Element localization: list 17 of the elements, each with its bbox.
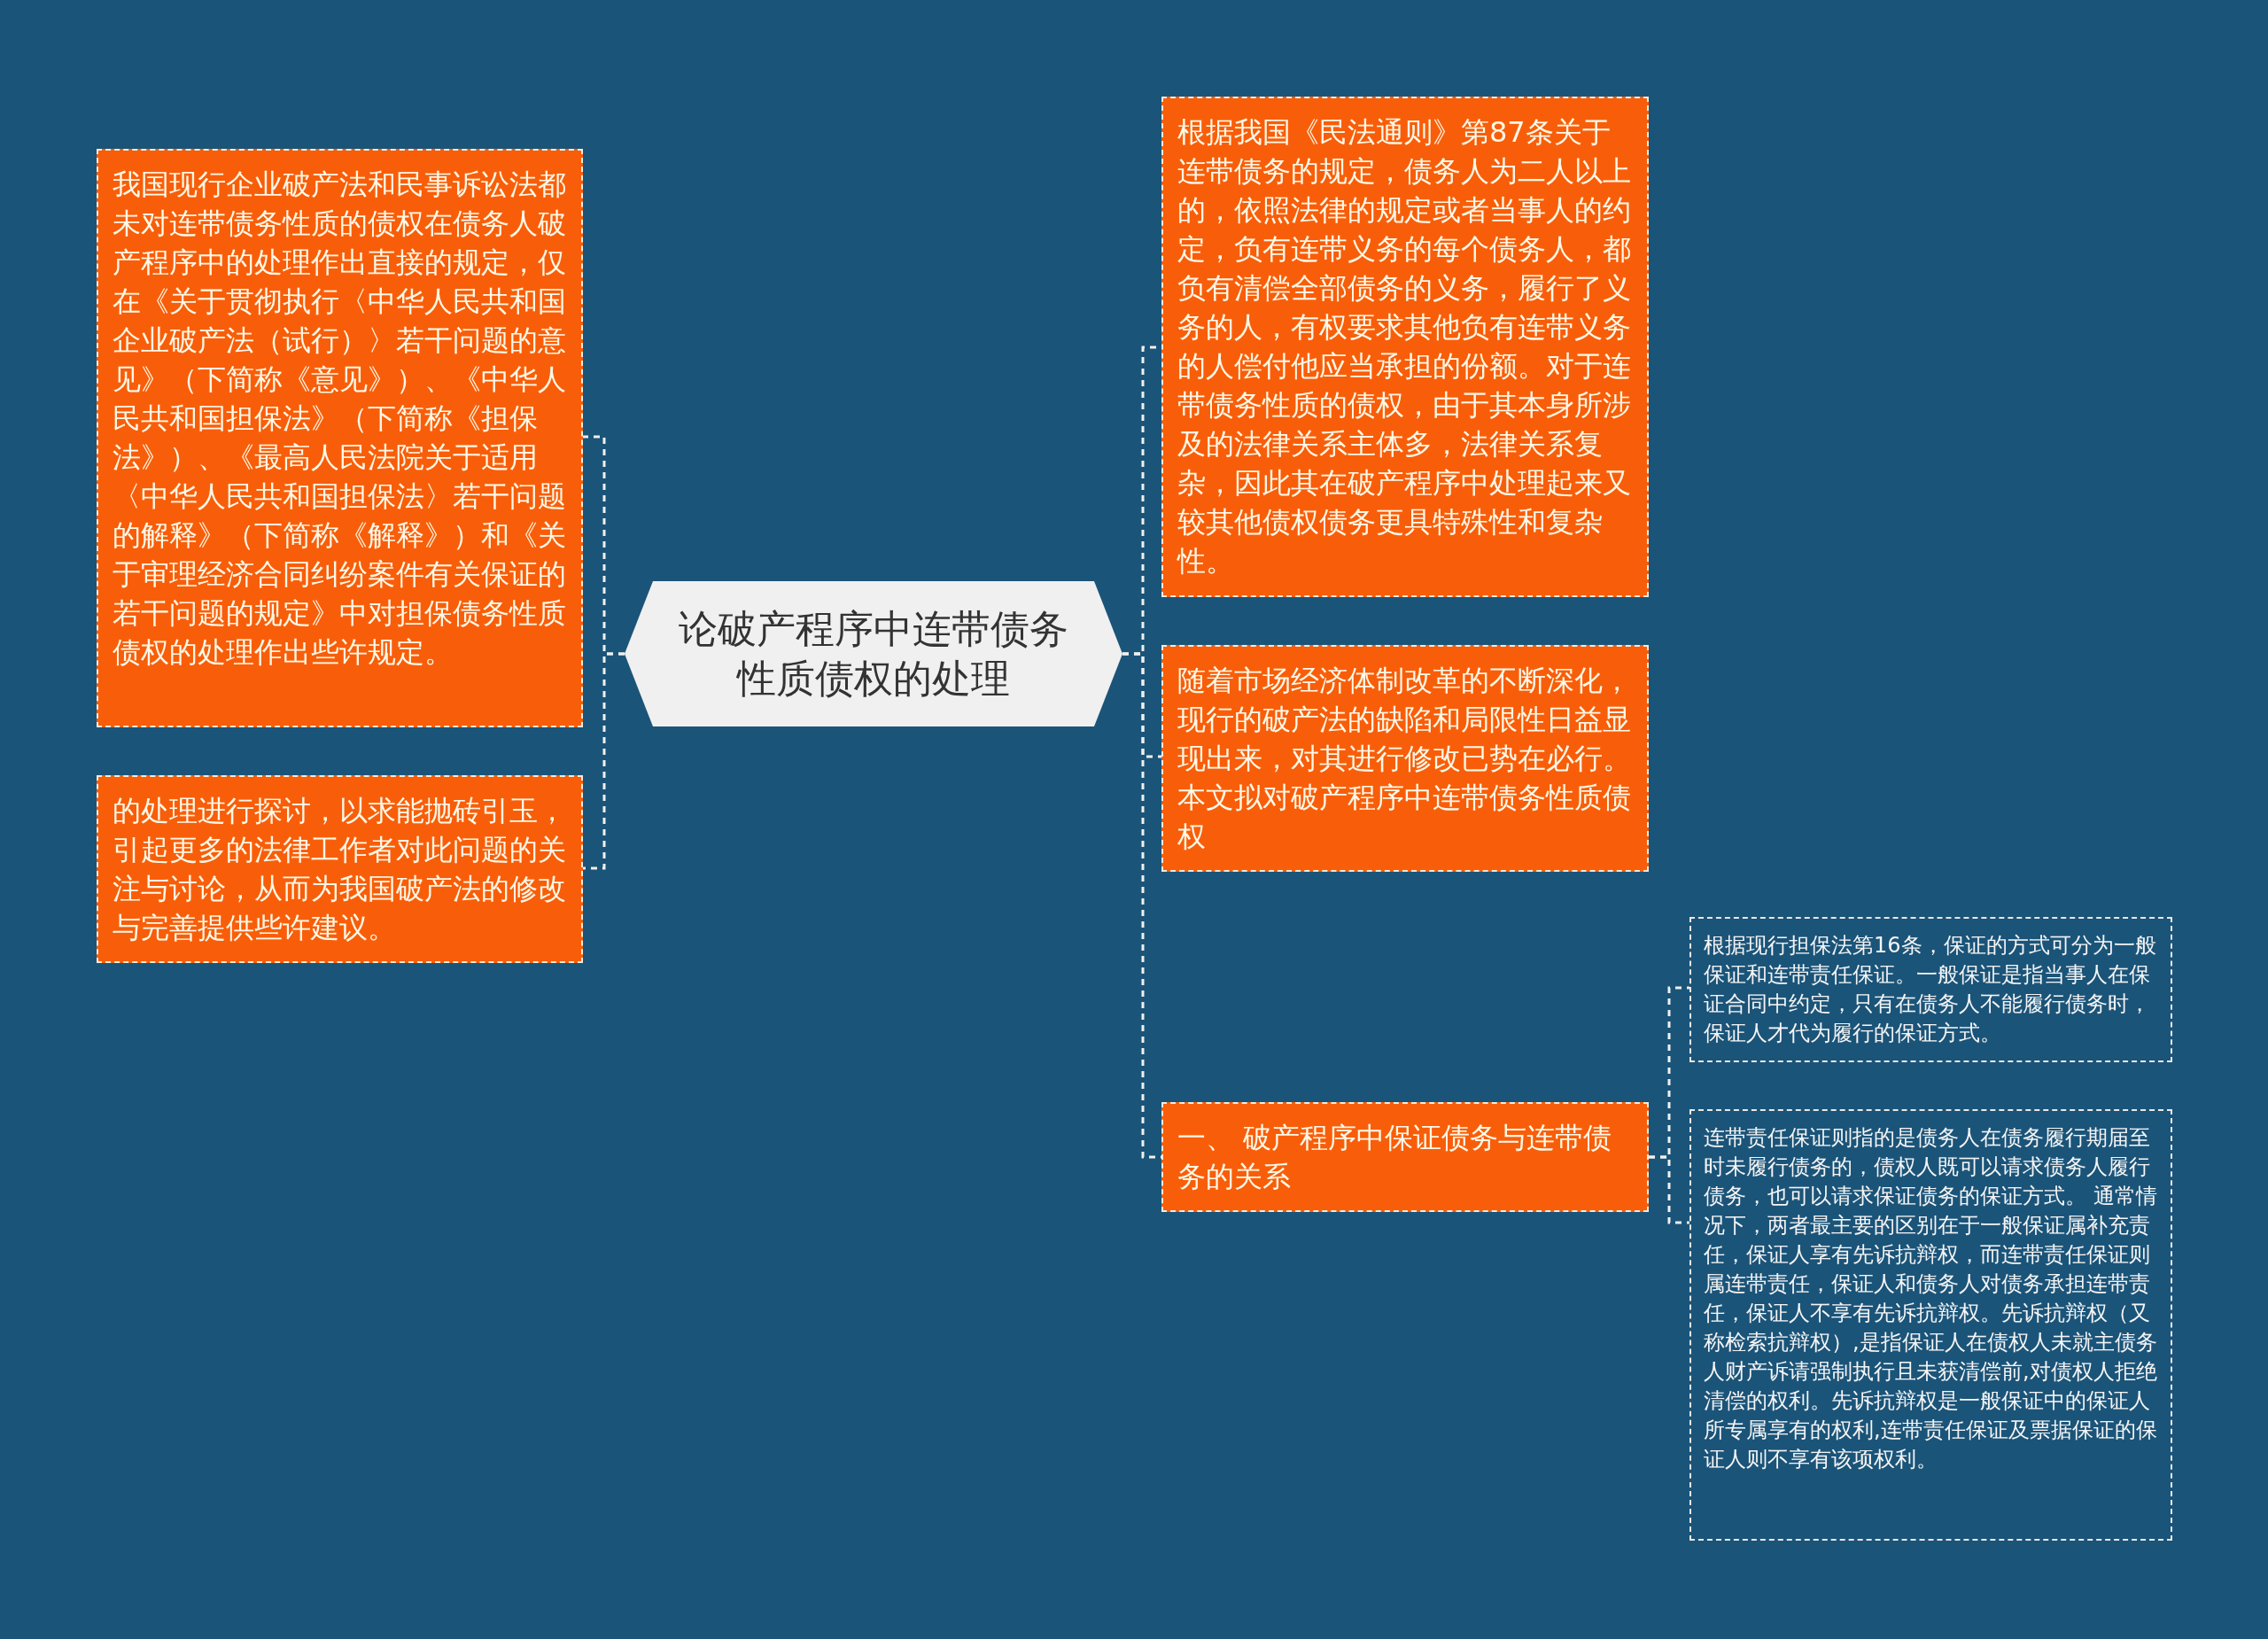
paragraph: 的处理进行探讨，以求能抛砖引玉，引起更多的法律工作者对此问题的关注与讨论，从而为我国破产法的修改与完善提供些许建议。 [113,793,567,946]
text-card [1161,645,1649,872]
paragraph: 我国现行企业破产法和民事诉讼法都未对连带债务性质的债权在债务人破产程序中的处理作出直接的规定，仅在《关于贯彻执行〈中华人民共和国企业破产法（试行）〉若干问题的意见》（下简称《意见》）、《中华人民共和国担保法》（下简称《担保法》）、《最高人民法院关于适用〈中华人民共和国担保法〉若干问题的解释》（下简称《解释》）和《关于审理经济合同纠纷案件有关保证的若干问题的规定》中对担保债务性质债权的处理作出些许规定。 [113,167,567,671]
paragraph: 随着市场经济体制改革的不断深化，现行的破产法的缺陷和局限性日益显现出来，对其进行修改已势在必行。本文拟对破产程序中连带债务性质债权 [1177,663,1632,855]
paragraph: 连带责任保证则指的是债务人在债务履行期届至时未履行债务的，债权人既可以请求债务人履行债务，也可以请求保证债务的保证方式。 通常情况下，两者最主要的区别在于一般保证属补充责任，保证人享有先诉抗辩权，而连带责任保证则属连带责任，保证人和债务人对债务承担连带责任，保证人不享有先诉抗辩权。先诉抗辩权（又称检索抗辩权）,是指保证人在债权人未就主债务人财产诉请强制执行且未获清偿前,对债权人拒绝清偿的权利。先诉抗辩权是一般保证中的保证人所专属享有的权利,连带责任保证及票据保证的保证人则不享有该项权利。 [1704,1124,2158,1473]
text-card [97,149,583,727]
topic-hexagon [625,581,1122,726]
connector-line [583,652,625,870]
note-box [1689,1109,2172,1541]
paragraph: 根据现行担保法第16条，保证的方式可分为一般保证和连带责任保证。一般保证是指当事人在保证合同中约定，只有在债务人不能履行债务时，保证人才代为履行的保证方式。 [1704,932,2157,1047]
text-card [97,775,583,963]
note-box [1689,917,2172,1062]
text-card [1161,1102,1649,1212]
paragraph: 根据我国《民法通则》第87条关于连带债务的规定，债务人为二人以上的，依照法律的规定或者当事人的约定，负有连带义务的每个债务人，都负有清偿全部债务的义务，履行了义务的人，有权要求其他负有连带义务的人偿付他应当承担的份额。对于连带债务性质的债权，由于其本身所涉及的法律关系主体多，法律关系复杂，因此其在破产程序中处理起来又较其他债权债务更具特殊性和复杂性。 [1177,114,1632,579]
paragraph: 一、 破产程序中保证债务与连带债务的关系 [1177,1120,1613,1195]
connector-line [1649,1155,1689,1224]
topic-title: 论破产程序中连带债务性质债权的处理 [678,605,1069,703]
